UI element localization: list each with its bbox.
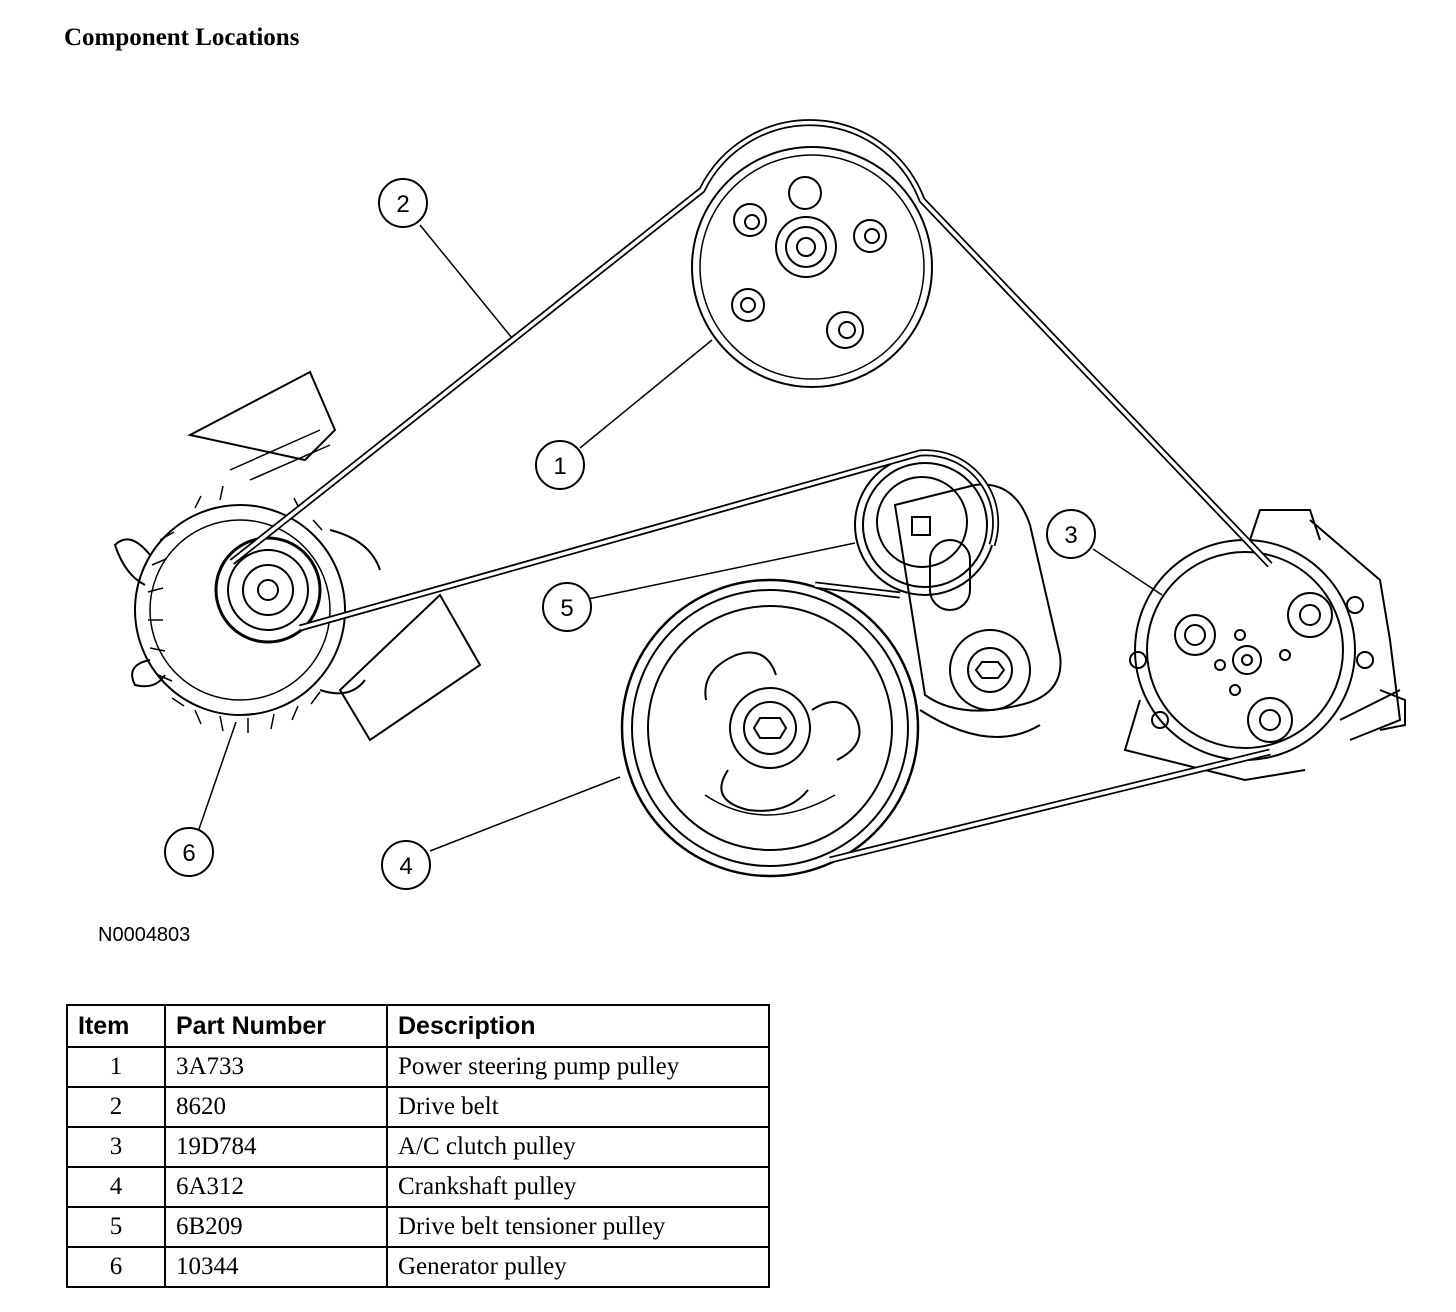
drive-belt-tensioner <box>854 454 1062 738</box>
header-item: Item <box>66 1004 166 1048</box>
cell-item: 1 <box>66 1046 166 1088</box>
table-row: 4 6A312 Crankshaft pulley <box>66 1166 770 1208</box>
crankshaft-pulley <box>620 578 920 878</box>
cell-item: 4 <box>66 1166 166 1208</box>
svg-text:5: 5 <box>560 595 573 622</box>
cell-item: 5 <box>66 1206 166 1248</box>
header-part-number: Part Number <box>164 1004 388 1048</box>
cell-part-number: 19D784 <box>164 1126 388 1168</box>
callout-3: 3 <box>1046 509 1096 559</box>
callout-6: 6 <box>164 827 214 877</box>
header-description: Description <box>386 1004 770 1048</box>
cell-part-number: 6A312 <box>164 1166 388 1208</box>
callout-2: 2 <box>378 178 428 228</box>
cell-part-number: 10344 <box>164 1246 388 1288</box>
cell-item: 3 <box>66 1126 166 1168</box>
table-row: 1 3A733 Power steering pump pulley <box>66 1046 770 1088</box>
cell-item: 6 <box>66 1246 166 1288</box>
callout-4: 4 <box>381 840 431 890</box>
callout-1: 1 <box>535 440 585 490</box>
table-row: 6 10344 Generator pulley <box>66 1246 770 1288</box>
page-title: Component Locations <box>64 24 300 51</box>
cell-description: Crankshaft pulley <box>386 1166 770 1208</box>
table-header-row: Item Part Number Description <box>66 1004 770 1048</box>
svg-text:2: 2 <box>396 191 409 218</box>
power-steering-pump-pulley <box>691 146 933 388</box>
cell-part-number: 3A733 <box>164 1046 388 1088</box>
generator-pulley <box>214 536 322 644</box>
drive-belt <box>229 119 1273 864</box>
cell-description: Drive belt <box>386 1086 770 1128</box>
cell-description: Power steering pump pulley <box>386 1046 770 1088</box>
parts-table: Item Part Number Description 1 3A733 Pow… <box>66 1004 770 1288</box>
svg-text:6: 6 <box>182 840 195 867</box>
cell-item: 2 <box>66 1086 166 1128</box>
cell-description: Generator pulley <box>386 1246 770 1288</box>
table-row: 3 19D784 A/C clutch pulley <box>66 1126 770 1168</box>
table-row: 5 6B209 Drive belt tensioner pulley <box>66 1206 770 1248</box>
generator <box>113 370 482 742</box>
ac-compressor <box>1123 509 1406 782</box>
leader-lines <box>197 224 1163 852</box>
callout-5: 5 <box>542 582 592 632</box>
cell-description: A/C clutch pulley <box>386 1126 770 1168</box>
belt-routing-diagram: 1 2 3 4 5 6 <box>113 119 1406 890</box>
figure-id: N0004803 <box>98 924 191 946</box>
cell-part-number: 6B209 <box>164 1206 388 1248</box>
svg-text:1: 1 <box>553 453 566 480</box>
table-row: 2 8620 Drive belt <box>66 1086 770 1128</box>
cell-description: Drive belt tensioner pulley <box>386 1206 770 1248</box>
svg-text:3: 3 <box>1064 522 1077 549</box>
cell-part-number: 8620 <box>164 1086 388 1128</box>
svg-text:4: 4 <box>399 853 412 880</box>
